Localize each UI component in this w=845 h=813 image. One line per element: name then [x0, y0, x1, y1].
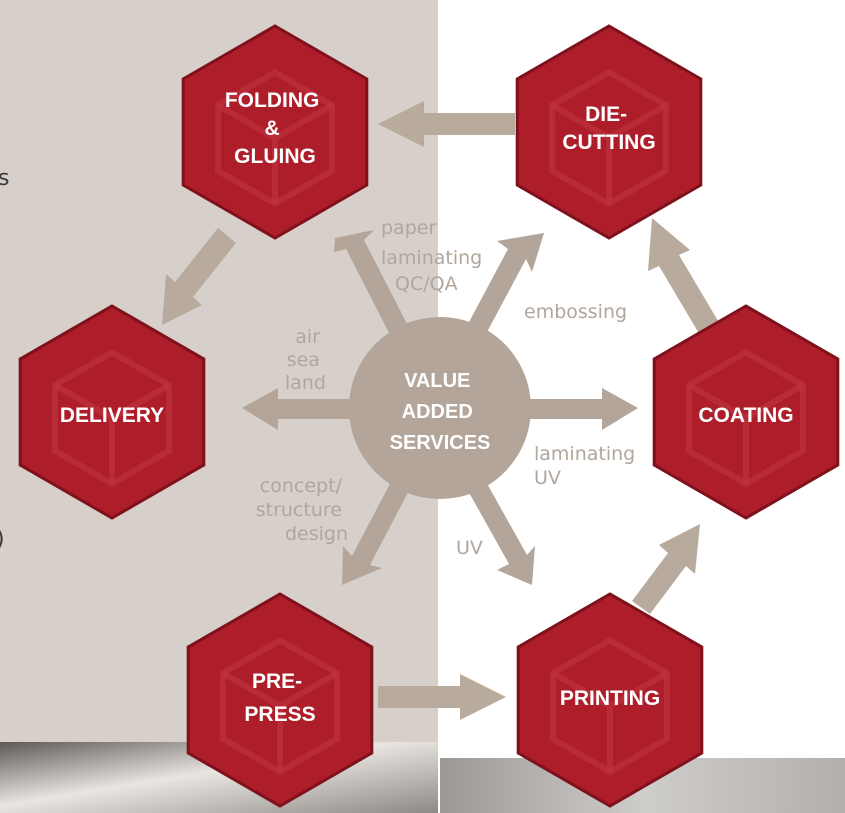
hexagon-cube-lines [216, 102, 334, 204]
diecutting-label-line-2: CUTTING [562, 131, 655, 154]
hexagon-cube-lines [53, 382, 171, 484]
hub-label-line-2: ADDED [402, 401, 473, 423]
hexagon-cube-lines [551, 670, 669, 772]
stage-hexagon-delivery [18, 304, 206, 520]
arrow-diecutting-to-folding [378, 101, 515, 147]
hexagon-shape [516, 592, 704, 808]
diecutting-label-line-1: DIE- [585, 103, 627, 126]
stage-hexagon-coating [652, 304, 840, 520]
arrow-printing-to-coating [632, 524, 700, 614]
stage-label-delivery: DELIVERY [60, 404, 164, 427]
services-left: air sea land [285, 326, 326, 394]
value-added-services-hub [349, 317, 531, 499]
hub-label: VALUE ADDED SERVICES [390, 370, 491, 454]
stage-label-printing: PRINTING [560, 687, 660, 710]
hexagon-cube-lines [550, 102, 668, 204]
hexagon-shape [652, 304, 840, 520]
service-sea: sea [287, 349, 320, 371]
service-uv-bottom: UV [456, 537, 483, 559]
spoke-right [530, 388, 638, 430]
service-uv: UV [534, 467, 561, 489]
left-edge-paren-fragment: ) [0, 527, 5, 552]
hexagon-shape [18, 304, 206, 520]
service-land: land [285, 372, 326, 394]
service-paper: paper [381, 217, 436, 239]
services-right: laminating UV [534, 443, 641, 489]
service-laminating-2: laminating [534, 443, 635, 465]
process-arrows [162, 101, 727, 720]
services-bottom-left: concept/ structure design [256, 475, 348, 545]
stage-label-die-cutting: DIE- CUTTING [562, 103, 655, 154]
stage-label-coating: COATING [698, 404, 793, 427]
hexagon-cube-lines [687, 382, 805, 484]
service-design: design [285, 523, 348, 545]
folding-label-line-2: & [264, 117, 279, 140]
arrow-coating-to-diecutting [648, 218, 727, 347]
spoke-left [242, 388, 350, 430]
folding-label-line-3: GLUING [234, 145, 316, 168]
arrow-folding-to-delivery [162, 228, 236, 325]
service-air: air [295, 326, 320, 348]
arrow-prepress-to-printing [378, 674, 506, 720]
folding-label-line-1: FOLDING [225, 89, 320, 112]
services-top: paper laminating QC/QA [381, 217, 488, 295]
hexagon-shape [515, 24, 703, 240]
service-qc-qa: QC/QA [395, 273, 458, 295]
stage-hexagon-folding [181, 24, 369, 240]
hexagon-shape [186, 592, 374, 808]
stage-hexagons [18, 24, 840, 808]
prepress-label-line-1: PRE- [252, 670, 302, 693]
hub-label-line-3: SERVICES [390, 432, 491, 454]
service-concept: concept/ [260, 475, 343, 497]
service-embossing: embossing [524, 301, 627, 323]
hexagon-shape [181, 24, 369, 240]
stage-hexagon-printing [516, 592, 704, 808]
service-structure: structure [256, 499, 342, 521]
hexagon-cube-lines [221, 670, 339, 772]
stage-label-folding-gluing: FOLDING & GLUING [225, 89, 325, 168]
hub-label-line-1: VALUE [404, 370, 470, 392]
left-edge-text-fragment: s [0, 166, 9, 191]
service-laminating: laminating [381, 247, 482, 269]
stage-hexagon-diecutting [515, 24, 703, 240]
prepress-label-line-2: PRESS [244, 703, 315, 726]
stage-hexagon-prepress [186, 592, 374, 808]
stage-label-pre-press: PRE- PRESS [244, 670, 315, 726]
